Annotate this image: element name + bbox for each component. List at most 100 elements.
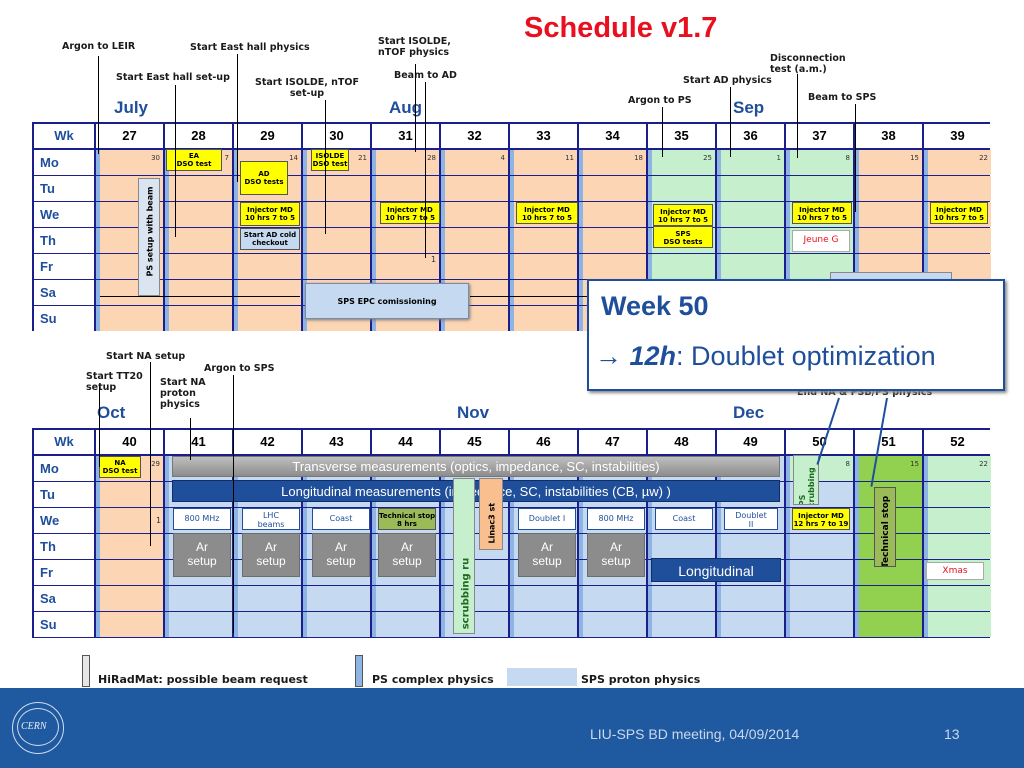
ps-stripe	[855, 202, 859, 227]
arrow-start-ad-physics	[730, 87, 731, 157]
arrow-beam-sps	[855, 104, 856, 212]
arrow-start-tt20	[99, 385, 100, 467]
ar-setup-41: Ar setup	[173, 533, 231, 577]
schedule-cell	[441, 202, 508, 227]
day-header: Sa	[34, 586, 94, 611]
week-header: 40	[96, 430, 163, 454]
arrow-start-east-physics	[237, 54, 238, 182]
schedule-cell	[924, 228, 991, 253]
wk-header-bottom: Wk	[34, 430, 94, 454]
injector-md-50: Injector MD 12 hrs 7 to 19	[792, 508, 850, 530]
week-header: 46	[510, 430, 577, 454]
schedule-cell	[303, 612, 370, 637]
ann-end-na: End NA & PSB/PS physics	[797, 387, 933, 398]
ps-setup-bar: PS setup with beam	[138, 178, 160, 296]
schedule-cell	[165, 280, 232, 305]
ann-argon-sps: Argon to SPS	[204, 363, 275, 374]
box-tech-stop-8h: Technical stop 8 hrs	[378, 508, 436, 530]
ps-stripe	[96, 508, 100, 533]
schedule-cell	[510, 176, 577, 201]
box-coast-48: Coast	[655, 508, 713, 530]
day-header: Mo	[34, 456, 94, 481]
ps-stripe	[234, 280, 238, 305]
ps-stripe	[165, 202, 169, 227]
week-header: 31	[372, 124, 439, 148]
ps-stripe	[924, 508, 928, 533]
schedule-cell	[96, 482, 163, 507]
ps-stripe	[648, 508, 652, 533]
week50-hours: 12h	[629, 341, 677, 371]
day-number: 15	[910, 460, 919, 468]
ps-stripe	[165, 176, 169, 201]
day-number: 28	[427, 154, 436, 162]
ps-stripe	[234, 176, 238, 201]
schedule-cell	[234, 612, 301, 637]
week-header: 45	[441, 430, 508, 454]
ps-stripe	[441, 150, 445, 175]
ps-stripe	[717, 534, 721, 559]
day-number: 25	[703, 154, 712, 162]
schedule-cell	[303, 586, 370, 611]
schedule-cell	[717, 586, 784, 611]
ps-stripe	[234, 586, 238, 611]
ps-stripe	[786, 612, 790, 637]
ps-stripe	[303, 228, 307, 253]
sps-scrubbing-label: SPS scrubbing	[798, 467, 816, 505]
ps-stripe	[855, 560, 859, 585]
ps-stripe	[510, 306, 514, 331]
schedule-cell	[96, 306, 163, 331]
ps-stripe	[786, 508, 790, 533]
ps-stripe	[441, 586, 445, 611]
schedule-cell	[96, 612, 163, 637]
ps-stripe	[96, 482, 100, 507]
ps-stripe	[717, 254, 721, 279]
ps-stripe	[579, 560, 583, 585]
ps-stripe	[648, 586, 652, 611]
schedule-cell	[372, 254, 439, 279]
ps-stripe	[96, 456, 100, 481]
ar-setup-44: Ar setup	[378, 533, 436, 577]
schedule-cell	[234, 280, 301, 305]
ps-stripe	[579, 254, 583, 279]
ps-stripe	[786, 228, 790, 253]
ps-stripe	[924, 254, 928, 279]
ps-stripe	[855, 150, 859, 175]
schedule-cell	[648, 612, 715, 637]
ann-start-tt20: Start TT20 setup	[86, 371, 143, 393]
week-header: 44	[372, 430, 439, 454]
day-number: 22	[979, 154, 988, 162]
schedule-cell: 25	[648, 150, 715, 175]
ann-argon-ps: Argon to PS	[628, 95, 692, 106]
ps-stripe	[579, 586, 583, 611]
ps-stripe	[786, 254, 790, 279]
month-july: July	[114, 98, 149, 117]
ps-stripe	[234, 508, 238, 533]
ps-stripe	[441, 176, 445, 201]
ps-stripe	[855, 534, 859, 559]
schedule-cell: 15	[855, 456, 922, 481]
ps-stripe	[303, 586, 307, 611]
schedule-cell	[924, 176, 991, 201]
ps-stripe	[372, 150, 376, 175]
ps-stripe	[96, 202, 100, 227]
ps-stripe	[717, 176, 721, 201]
ps-stripe	[303, 508, 307, 533]
schedule-cell	[786, 586, 853, 611]
schedule-cell	[786, 612, 853, 637]
day-number: 30	[151, 154, 160, 162]
ps-stripe	[786, 560, 790, 585]
ps-stripe	[579, 176, 583, 201]
injector-md-39: Injector MD 10 hrs 7 to 5	[930, 202, 988, 224]
ps-stripe	[96, 306, 100, 331]
ps-stripe	[96, 612, 100, 637]
legend-sps-swatch	[507, 668, 577, 686]
schedule-cell	[924, 534, 991, 559]
week-header: 29	[234, 124, 301, 148]
schedule-cell	[648, 586, 715, 611]
schedule-cell	[579, 228, 646, 253]
schedule-cell	[717, 254, 784, 279]
schedule-cell	[855, 228, 922, 253]
isolde-dso-test: ISOLDE DSO test	[311, 149, 349, 171]
ps-stripe	[372, 228, 376, 253]
ps-stripe	[96, 228, 100, 253]
